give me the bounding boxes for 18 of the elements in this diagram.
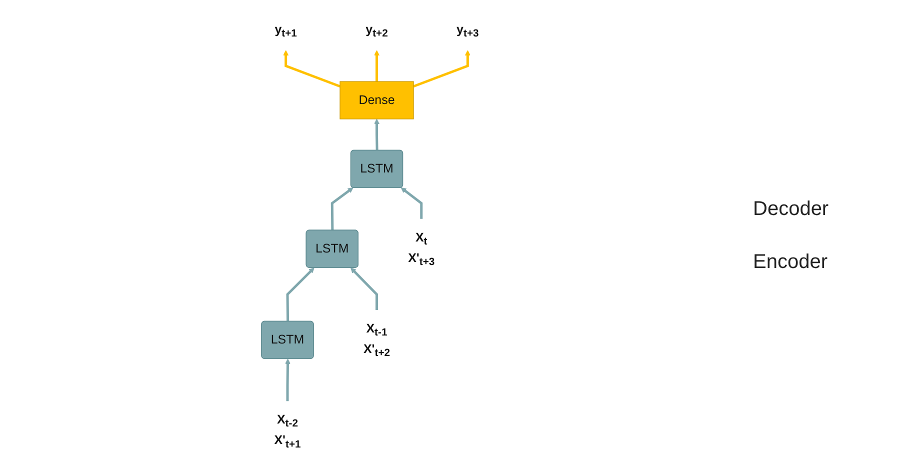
arrow bbox=[283, 50, 340, 88]
node-box: Dense bbox=[340, 81, 414, 120]
arrow bbox=[285, 358, 290, 402]
node-text: X$_{t-1}$ X'$_{t+2}$ bbox=[363, 322, 390, 359]
bracket-label: Decoder bbox=[753, 198, 829, 221]
bracket-label: Encoder bbox=[753, 251, 828, 274]
node-text: X$_{t-2}$ X'$_{t+1}$ bbox=[274, 412, 301, 450]
arrow bbox=[413, 50, 470, 88]
arrow bbox=[330, 187, 354, 230]
arrow bbox=[400, 187, 423, 219]
arrow bbox=[374, 118, 380, 151]
node-text: y$_{t+1}$ bbox=[274, 22, 297, 40]
arrow bbox=[350, 268, 378, 310]
arrow bbox=[374, 50, 380, 82]
node-text: y$_{t+3}$ bbox=[456, 22, 479, 40]
node-text: y$_{t+2}$ bbox=[366, 22, 388, 40]
arrow bbox=[286, 268, 314, 322]
node-text: X$_{t}$ X'$_{t+3}$ bbox=[408, 230, 435, 268]
